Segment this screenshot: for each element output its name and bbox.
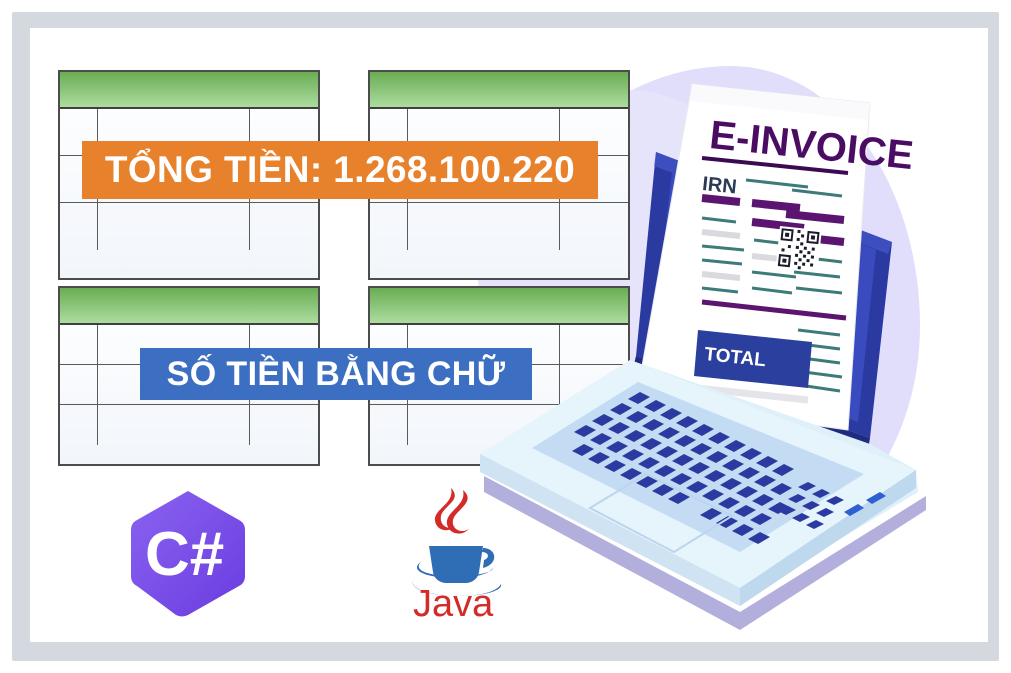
table-cell[interactable] <box>60 325 98 364</box>
table-cell[interactable] <box>370 203 408 250</box>
table-cell[interactable] <box>98 109 250 155</box>
invoice-document: E-INVOICE IRN <box>635 83 915 431</box>
java-logo-label: Java <box>413 583 494 619</box>
laptop-keyboard <box>572 392 844 544</box>
laptop-trackpad <box>587 472 735 554</box>
table-cell[interactable] <box>98 203 250 250</box>
java-coffee-cup-icon <box>412 488 502 596</box>
total-amount-banner-label: TỔNG TIỀN: 1.268.100.220 <box>104 149 576 190</box>
table-cell[interactable] <box>60 203 98 250</box>
laptop-base <box>480 360 926 630</box>
csharp-logo-label: C# <box>145 520 224 589</box>
invoice-total-band: TOTAL <box>694 330 812 388</box>
table-cell[interactable] <box>408 203 560 250</box>
table-cell[interactable] <box>250 203 318 250</box>
table-row[interactable] <box>370 203 628 250</box>
table-header-row <box>370 288 628 325</box>
spreadsheet-table-bottom-left[interactable] <box>58 286 320 466</box>
table-cell[interactable] <box>60 365 98 404</box>
table-cell[interactable] <box>370 109 408 155</box>
csharp-hexagon-icon <box>131 491 245 617</box>
table-header-row <box>60 288 318 325</box>
table-cell[interactable] <box>98 405 250 445</box>
csharp-logo[interactable]: C# <box>125 487 251 619</box>
amount-in-words-banner-label: SỐ TIỀN BẰNG CHỮ <box>166 354 506 393</box>
table-cell[interactable] <box>370 405 408 445</box>
table-cell[interactable] <box>408 365 560 404</box>
table-cell[interactable] <box>370 325 408 364</box>
table-header-row <box>370 72 628 109</box>
table-cell[interactable] <box>408 109 560 155</box>
qr-code-icon <box>775 226 822 273</box>
table-cell[interactable] <box>60 109 98 155</box>
table-cell[interactable] <box>408 325 560 364</box>
table-row[interactable] <box>60 203 318 250</box>
java-logo[interactable]: Java <box>405 484 515 625</box>
invoice-irn-label: IRN <box>701 173 738 198</box>
invoice-irn-text: IRN <box>701 173 738 198</box>
total-amount-banner[interactable]: TỔNG TIỀN: 1.268.100.220 <box>82 141 598 199</box>
table-cell[interactable] <box>98 325 250 364</box>
table-cell[interactable] <box>60 405 98 445</box>
table-cell[interactable] <box>250 405 318 445</box>
table-header-row <box>60 72 318 109</box>
laptop-with-invoice-illustration: E-INVOICE IRN <box>440 40 980 640</box>
invoice-title-rule <box>701 156 849 175</box>
laptop-front-ports <box>844 492 886 516</box>
table-row[interactable] <box>60 405 318 445</box>
amount-in-words-banner[interactable]: SỐ TIỀN BẰNG CHỮ <box>140 348 532 400</box>
